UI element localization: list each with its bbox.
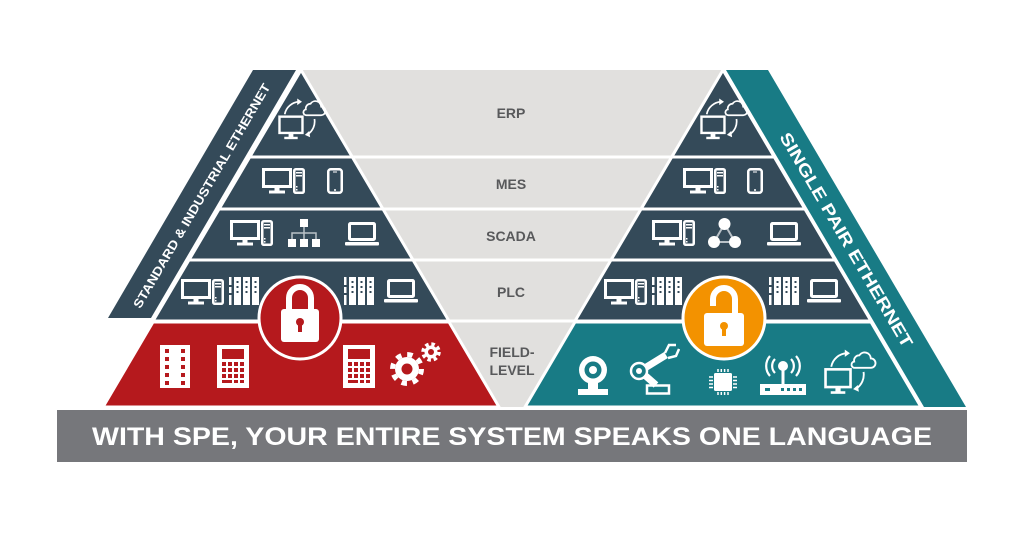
bottom-banner: [57, 410, 967, 462]
banner-text: WITH SPE, YOUR ENTIRE SYSTEM SPEAKS ONE …: [92, 423, 932, 451]
left-band-standard-ethernet: [108, 70, 296, 318]
level-label-field-line2: LEVEL: [489, 362, 535, 378]
right-lock-badge: [681, 275, 767, 361]
right-band-single-pair-ethernet: [726, 70, 966, 407]
controller-icon: [217, 345, 249, 388]
controller-icon: [343, 345, 375, 388]
webcam-icon: [578, 356, 608, 395]
middle-level-column: [301, 70, 723, 407]
level-label-field-line1: FIELD-: [489, 344, 534, 360]
level-label-mes: MES: [496, 176, 526, 192]
level-label-plc: PLC: [497, 284, 525, 300]
level-label-scada: SCADA: [486, 228, 536, 244]
io-module-icon: [160, 345, 190, 388]
left-lock-badge: [257, 275, 343, 361]
level-label-erp: ERP: [497, 105, 526, 121]
